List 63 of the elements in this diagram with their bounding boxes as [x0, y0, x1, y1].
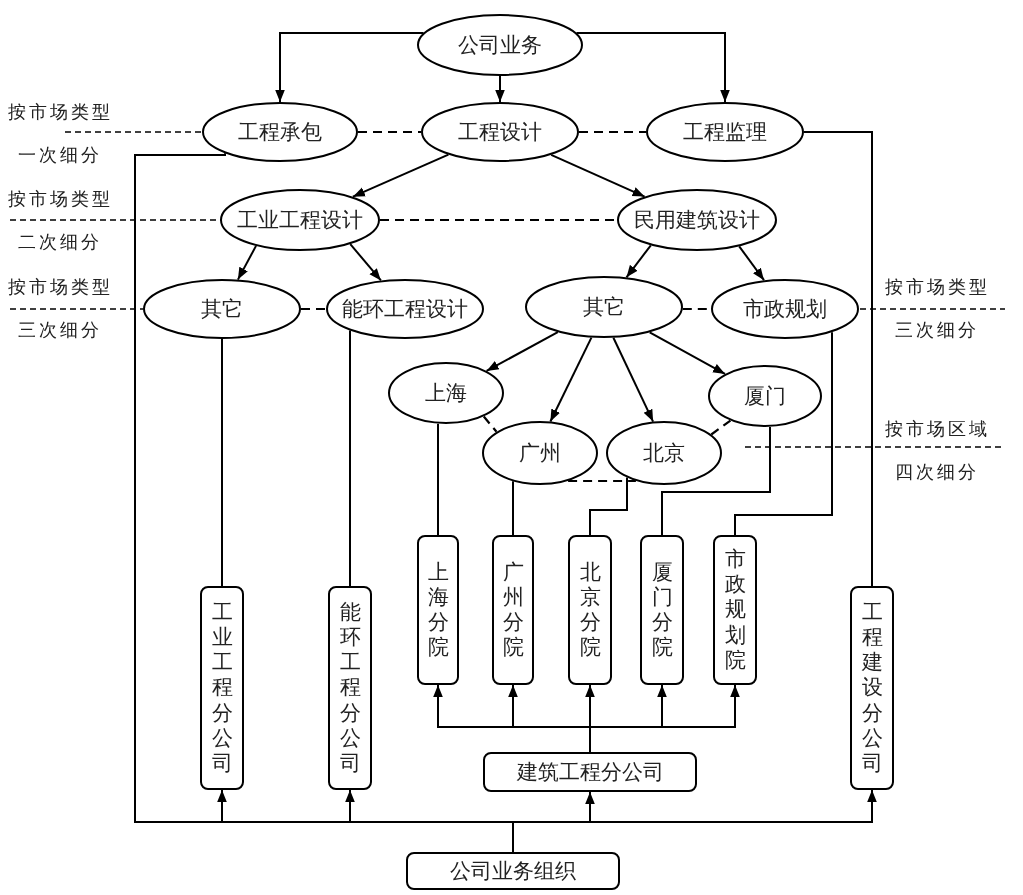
- arrow: [236, 244, 257, 281]
- arrow: [589, 684, 740, 753]
- arrow: [485, 331, 559, 372]
- ellipse-node: 工程承包: [202, 102, 358, 162]
- dashed-line: [380, 218, 617, 222]
- connector-line: [589, 476, 628, 536]
- rounded-box: 工程建设分公司: [850, 586, 894, 790]
- arrow: [738, 245, 765, 282]
- ellipse-node: 厦门: [708, 365, 822, 427]
- arrow: [648, 331, 726, 375]
- dashed-line: [301, 307, 326, 311]
- ellipse-node: 广州: [482, 421, 598, 485]
- rounded-box: 工业工程分公司: [200, 586, 244, 790]
- rounded-box: 广州分院: [492, 535, 534, 685]
- connector-line: [437, 422, 439, 536]
- ellipse-node: 能环工程设计: [326, 279, 484, 339]
- arrow: [575, 32, 730, 103]
- level-label: 四次细分: [895, 460, 979, 484]
- ellipse-node: 市政规划: [711, 279, 859, 339]
- dashed-line: [358, 130, 421, 134]
- ellipse-node: 上海: [388, 362, 504, 424]
- arrow: [549, 336, 593, 423]
- level-label: 按市场类型: [8, 100, 113, 124]
- rounded-box: 市政规划院: [713, 535, 757, 685]
- arrow: [495, 75, 505, 103]
- rounded-box: 建筑工程分公司: [483, 752, 697, 792]
- ellipse-node: 北京: [606, 421, 722, 485]
- level-label: 一次细分: [18, 143, 102, 167]
- connector-line: [734, 331, 833, 536]
- level-label: 三次细分: [895, 318, 979, 342]
- rounded-box: 能环工程分公司: [328, 586, 372, 790]
- rounded-box: 厦门分院: [640, 535, 684, 685]
- ellipse-node: 民用建筑设计: [617, 189, 777, 251]
- ellipse-node: 工程设计: [421, 102, 579, 162]
- connector-line: [803, 131, 873, 587]
- ellipse-node: 工程监理: [646, 102, 804, 162]
- connector-line: [512, 480, 514, 536]
- ellipse-node: 其它: [143, 279, 301, 339]
- arrow: [275, 32, 425, 103]
- dashed-line: [482, 415, 498, 433]
- connector-line: [221, 338, 223, 587]
- arrow: [612, 336, 655, 423]
- level-label: 按市场类型: [885, 275, 990, 299]
- arrow: [349, 243, 382, 282]
- ellipse-node: 其它: [525, 276, 683, 338]
- rounded-box: 北京分院: [568, 535, 612, 685]
- dashed-line: [710, 419, 732, 436]
- level-label: 按市场类型: [8, 187, 113, 211]
- level-label: 三次细分: [18, 318, 102, 342]
- level-label: 按市场区域: [885, 417, 990, 441]
- arrow: [351, 153, 450, 198]
- ellipse-node: 公司业务: [417, 14, 583, 76]
- dashed-line: [568, 479, 636, 483]
- dashed-line: [579, 130, 646, 134]
- level-label: 二次细分: [18, 230, 102, 254]
- connector-line: [349, 329, 351, 587]
- rounded-box: 公司业务组织: [406, 852, 620, 890]
- rounded-box: 上海分院: [417, 535, 459, 685]
- ellipse-node: 工业工程设计: [220, 189, 380, 251]
- level-label: 按市场类型: [8, 275, 113, 299]
- arrow: [625, 244, 652, 279]
- connector-line: [661, 425, 771, 536]
- arrow: [550, 153, 646, 198]
